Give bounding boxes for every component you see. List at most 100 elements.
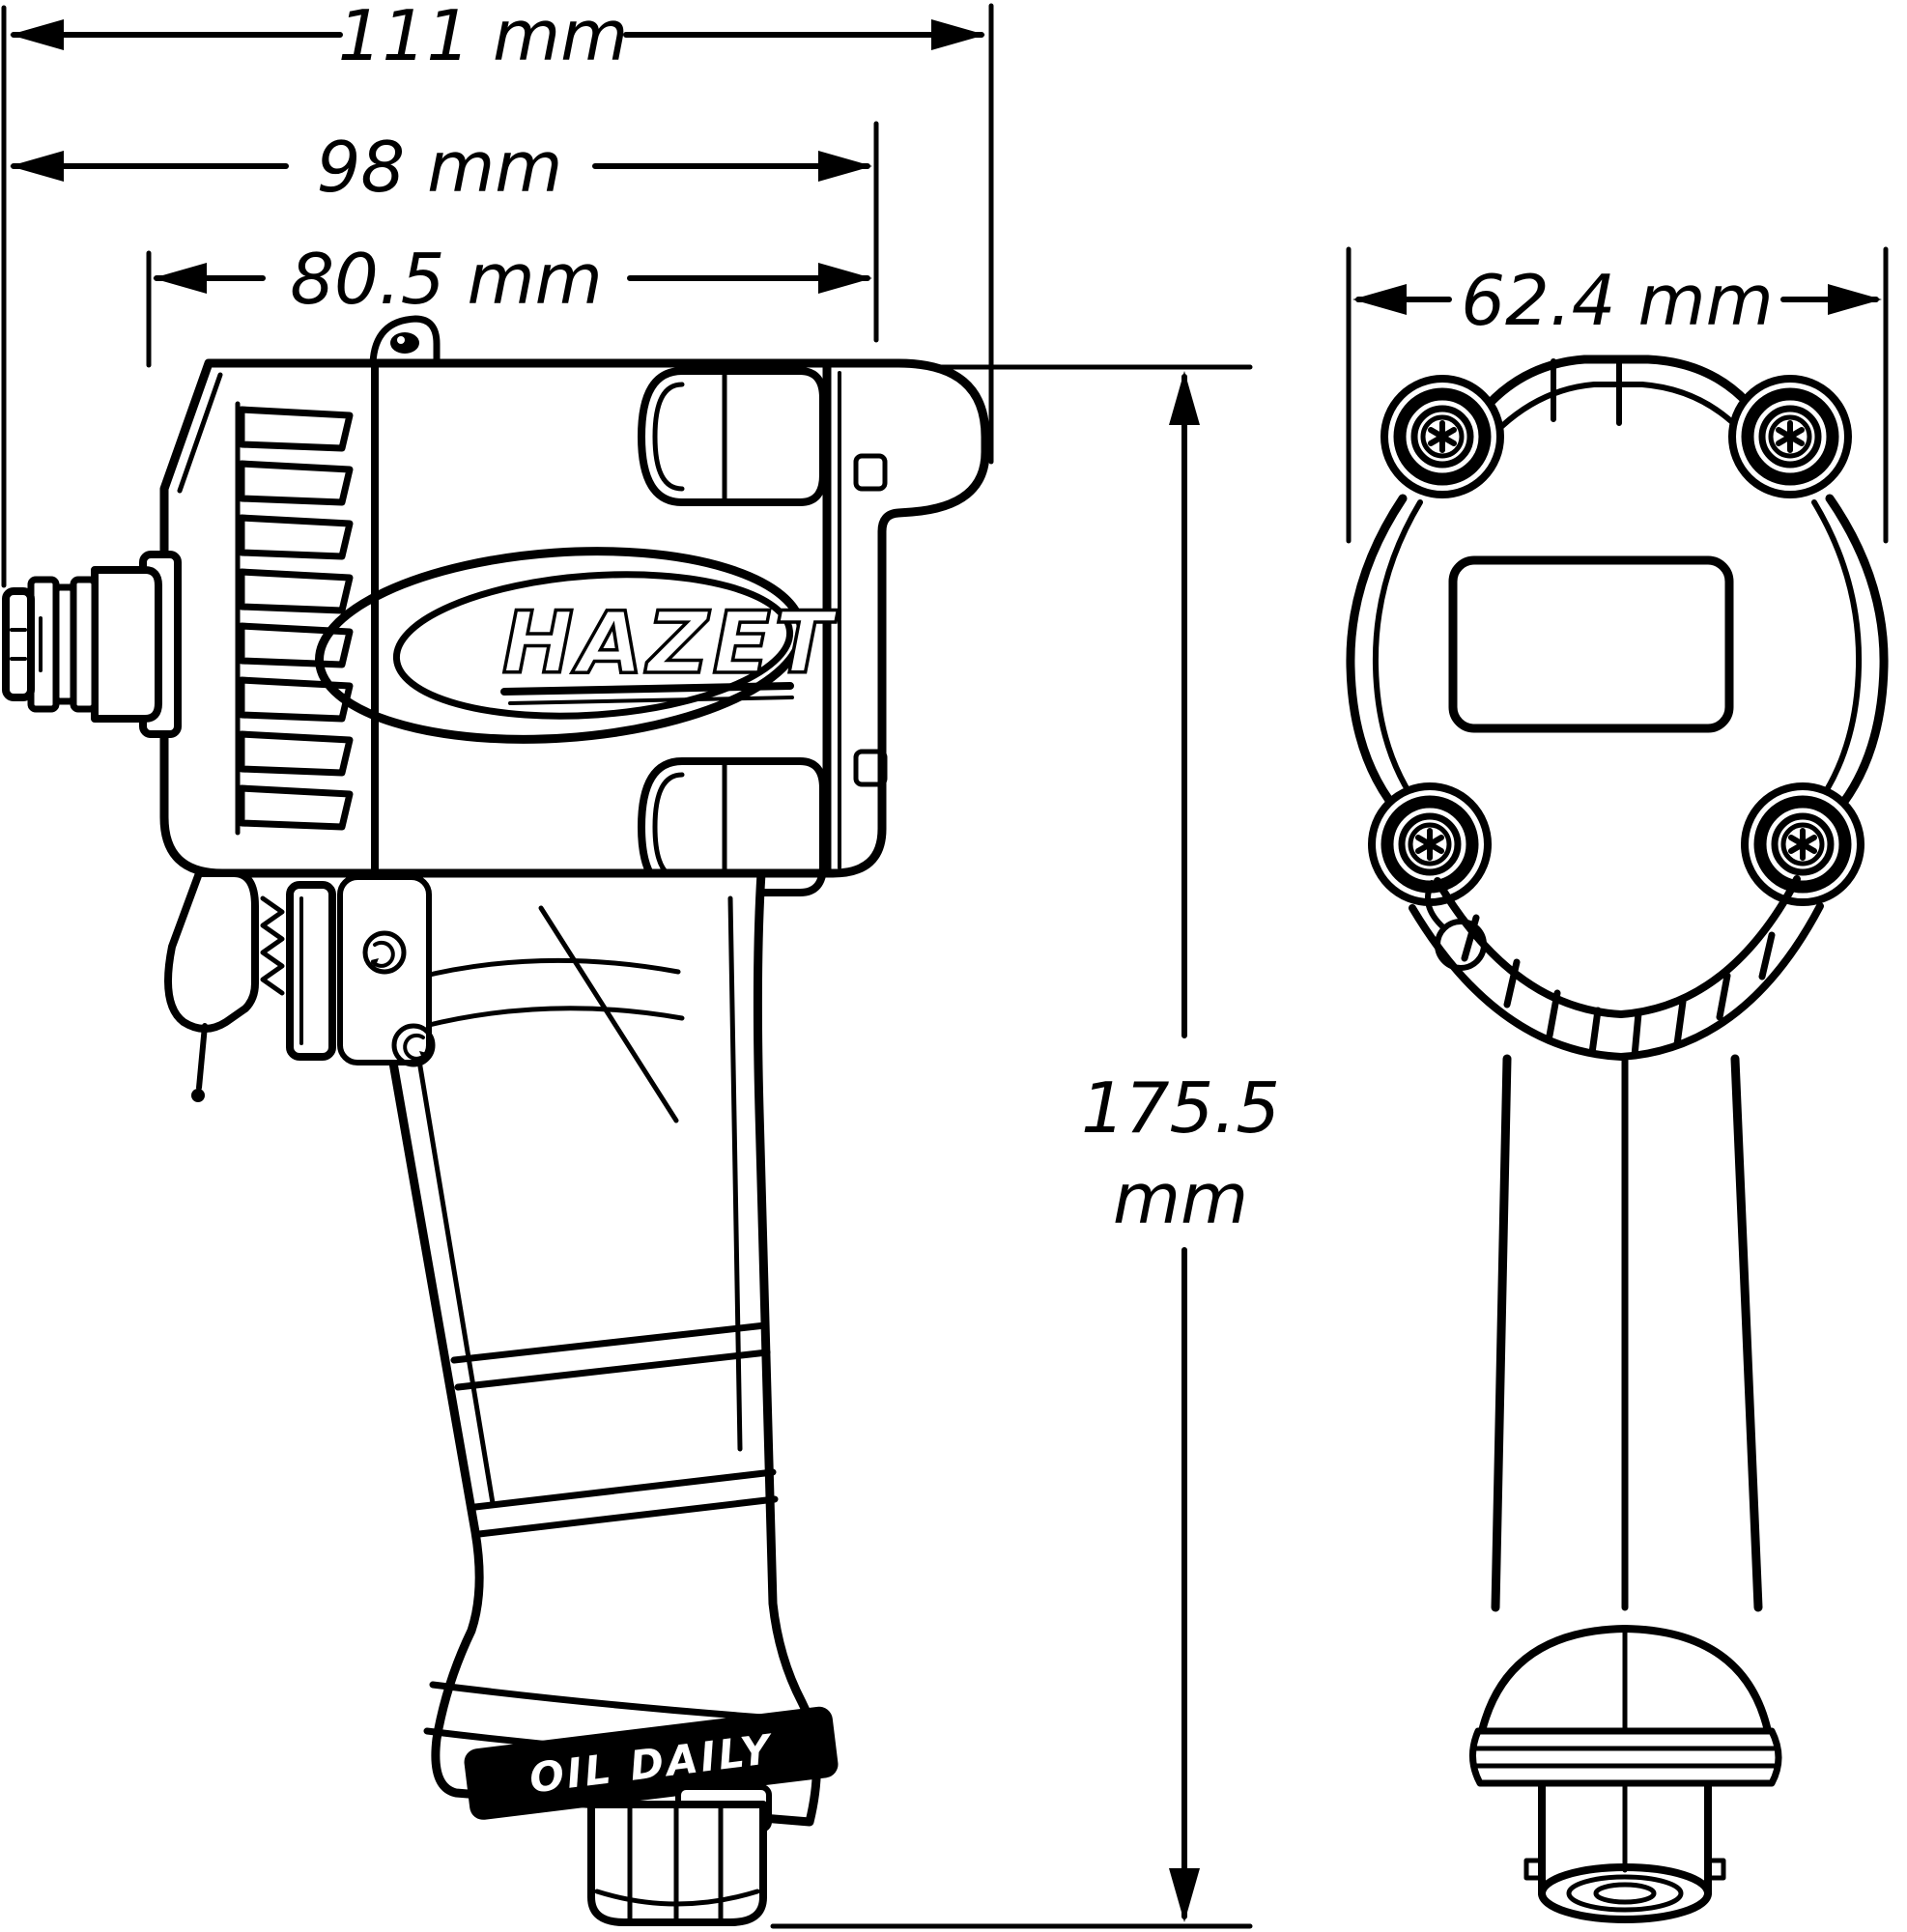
screw-head <box>1420 414 1465 459</box>
rotation-icon-arrow <box>403 1033 427 1061</box>
rear-housing-section <box>638 362 888 896</box>
screw-boss <box>1741 782 1864 906</box>
side-view: HAZET OIL DAILY <box>2 315 990 1926</box>
screw-bosses <box>1368 375 1864 906</box>
valve-spring <box>260 895 285 996</box>
boss-inner-ring <box>1398 812 1462 876</box>
housing-center-plate <box>1448 555 1734 733</box>
housing-right-side <box>1825 494 1889 822</box>
hose-clip-hook <box>1425 880 1446 930</box>
dimension-label: 111 mm <box>338 0 629 76</box>
front-housing <box>1346 355 1889 822</box>
trigger-lever <box>164 869 259 1033</box>
dimension-head-width: 62.4 mm <box>1346 246 1889 544</box>
arrow-up-icon <box>1169 371 1200 425</box>
front-view <box>1346 355 1889 1923</box>
handle-front <box>1469 1054 1782 1873</box>
arrow-right-icon <box>818 263 872 294</box>
fin <box>238 784 354 831</box>
dimension-label: 62.4 mm <box>1461 260 1773 341</box>
rotation-icon-arrowhead <box>419 1051 427 1061</box>
housing-top-arch <box>1460 355 1777 441</box>
logo-inner-ellipse <box>392 571 794 720</box>
rotation-icon-circle <box>362 930 407 975</box>
dimension-value-label: 175.5 <box>1081 1067 1280 1149</box>
fin <box>238 730 354 777</box>
rear-clip <box>853 749 888 787</box>
logo-outer-ellipse <box>315 547 806 744</box>
handle-right-edge <box>1730 1054 1763 1612</box>
grip-diagonal-line <box>538 905 679 1123</box>
grip-strap-line <box>471 1468 779 1538</box>
arrow-left-icon <box>1352 284 1407 315</box>
collar-outer-curve <box>1409 902 1824 1061</box>
boss-mid-ring <box>1741 387 1839 486</box>
anvil-end-cap <box>2 587 35 701</box>
torx-screw-icon <box>1428 420 1457 453</box>
oil-daily-band-bg <box>464 1706 839 1820</box>
fin <box>238 460 354 506</box>
boss-mid-ring <box>1753 795 1852 894</box>
inlet-bottom-ellipse <box>1538 1863 1712 1923</box>
screw-head <box>1768 414 1812 459</box>
ribbed-collar <box>1409 875 1824 1061</box>
rotation-icon-arrow <box>371 940 395 968</box>
eyelet-hole-highlight <box>397 336 405 344</box>
air-inlet-side <box>587 1784 772 1926</box>
fin <box>238 676 354 723</box>
housing-left-side-inner <box>1372 499 1425 814</box>
boss-mid-ring <box>1393 387 1492 486</box>
valve-cylinder <box>286 881 336 1061</box>
exhaust-cover-top-arc <box>652 370 727 503</box>
rotation-direction-icon <box>391 1023 436 1067</box>
hanger-eyelet <box>369 315 441 367</box>
inlet-sides <box>1538 1781 1712 1897</box>
end-cap-ring-band <box>1469 1727 1782 1787</box>
cooling-fins <box>238 406 354 831</box>
fin <box>238 568 354 614</box>
screw-boss <box>1380 375 1504 498</box>
dimension-body-length: 98 mm <box>10 121 879 343</box>
logo-underline-thin <box>508 696 794 705</box>
rear-clip <box>853 453 888 492</box>
screw-boss <box>1728 375 1852 498</box>
dimension-housing-length: 80.5 mm <box>146 239 872 368</box>
brand-logo-text: HAZET <box>502 593 839 693</box>
collar-inner-curve <box>1434 875 1801 1018</box>
air-inlet-front <box>1523 1781 1726 1923</box>
housing-left-side <box>1346 494 1408 822</box>
eyelet-hole <box>390 332 419 354</box>
grip-texture-curve <box>414 957 681 980</box>
dimension-label: 80.5 mm <box>290 239 602 320</box>
arrow-left-icon <box>153 263 207 294</box>
anvil-end-lines <box>10 616 43 672</box>
trigger-pin <box>196 1023 208 1091</box>
rotation-icon-arrowhead <box>371 958 379 968</box>
torx-screw-icon <box>1415 828 1444 861</box>
brand-logo: HAZET <box>315 547 839 744</box>
housing-right-side-inner <box>1809 499 1863 814</box>
logo-underline <box>500 682 794 696</box>
collar-ribs <box>1461 914 1776 1060</box>
torx-screw-icon <box>1776 420 1805 453</box>
handle-grip: OIL DAILY <box>368 868 839 1827</box>
arrow-right-icon <box>1828 284 1882 315</box>
screw-head <box>1780 822 1825 867</box>
trigger-valve-group <box>164 869 436 1102</box>
trigger-pin-end <box>191 1089 205 1102</box>
fin <box>238 514 354 560</box>
inlet-bottom-curve <box>594 1889 760 1907</box>
rotation-direction-icon <box>362 930 407 975</box>
inlet-inner-ellipse <box>1566 1874 1684 1913</box>
torx-screw-icon <box>1788 828 1817 861</box>
housing-top-seams <box>1551 358 1622 426</box>
square-drive-anvil <box>2 551 182 738</box>
boss-inner-ring <box>1771 812 1835 876</box>
arrow-right-icon <box>931 19 985 50</box>
eyelet-outline <box>369 315 441 367</box>
hose-clip-ring <box>1435 919 1487 971</box>
exhaust-cover-top <box>638 367 827 506</box>
